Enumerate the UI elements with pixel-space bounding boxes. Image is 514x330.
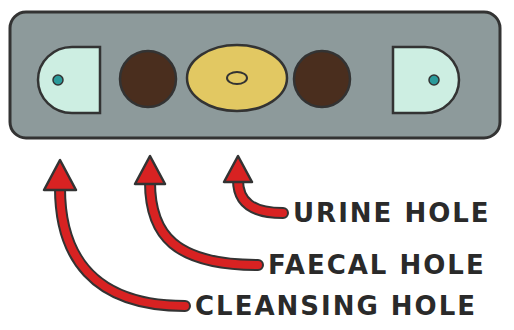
faecal-hole — [120, 51, 176, 107]
cleansing-hole — [393, 47, 459, 113]
faecal-hole — [294, 51, 350, 107]
urine-hole — [187, 45, 287, 111]
arrow-head — [224, 156, 252, 182]
arrow-shaft — [60, 188, 185, 306]
arrow-outline — [150, 182, 258, 265]
arrow-head — [135, 156, 165, 184]
arrow-shaft — [238, 180, 283, 213]
arrow-head — [44, 160, 76, 190]
part-label: CLEANSING HOLE — [195, 291, 477, 321]
urine-drain — [227, 72, 247, 84]
arrow-outline — [60, 188, 185, 306]
pointer-arrows — [44, 156, 283, 306]
water-outlet — [53, 75, 63, 85]
cleansing-hole — [38, 47, 100, 113]
pan-slab — [10, 12, 500, 138]
arrow-outline — [238, 180, 283, 213]
water-outlet — [429, 75, 439, 85]
part-label: URINE HOLE — [293, 198, 491, 228]
arrow-shaft — [150, 182, 258, 265]
part-label: FAECAL HOLE — [268, 250, 486, 280]
